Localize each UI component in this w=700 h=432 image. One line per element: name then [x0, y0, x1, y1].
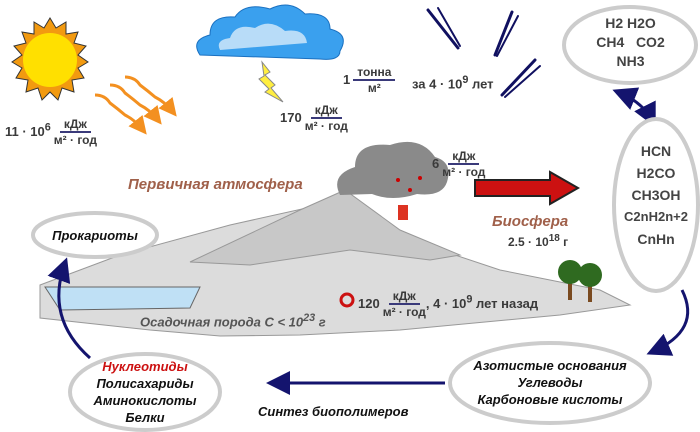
biopolymers-ellipse	[68, 352, 222, 432]
meteor-period-label: за 4 · 109 лет	[412, 74, 494, 92]
synthesis-label: Синтез биополимеров	[258, 404, 409, 419]
lightning-icon	[258, 60, 284, 103]
gases-list: H2 H2O CH4 CO2 NH3	[596, 15, 665, 69]
organics-ellipse	[612, 117, 700, 293]
cloud-icon	[196, 4, 344, 60]
primary-atmosphere-label: Первичная атмосфера	[128, 176, 303, 193]
prokaryotes-label: Прокариоты	[52, 228, 138, 243]
land-mass	[39, 189, 632, 337]
biosphere-mass: 2.5 · 1018 г	[508, 233, 569, 249]
prokaryotes-ellipse	[31, 211, 159, 259]
sediment-label: Осадочная порода С < 1023 г	[140, 312, 326, 330]
trees-icon	[558, 260, 602, 302]
sun-icon	[11, 17, 89, 101]
monomers-ellipse	[448, 341, 652, 425]
biopolymers-to-prokaryotes-arrow	[47, 257, 91, 360]
biosphere-label: Биосфера	[492, 213, 569, 230]
red-arrow-icon	[474, 170, 581, 206]
sunlight-arrows-icon	[94, 75, 177, 135]
meteor-icons	[426, 7, 541, 98]
gases-ellipse	[562, 5, 698, 85]
gas-exchange-arrow	[612, 87, 656, 128]
organics-to-monomers-arrow	[646, 289, 690, 356]
volcano-cloud-icon	[337, 141, 449, 220]
radioactive-icon	[339, 292, 355, 308]
